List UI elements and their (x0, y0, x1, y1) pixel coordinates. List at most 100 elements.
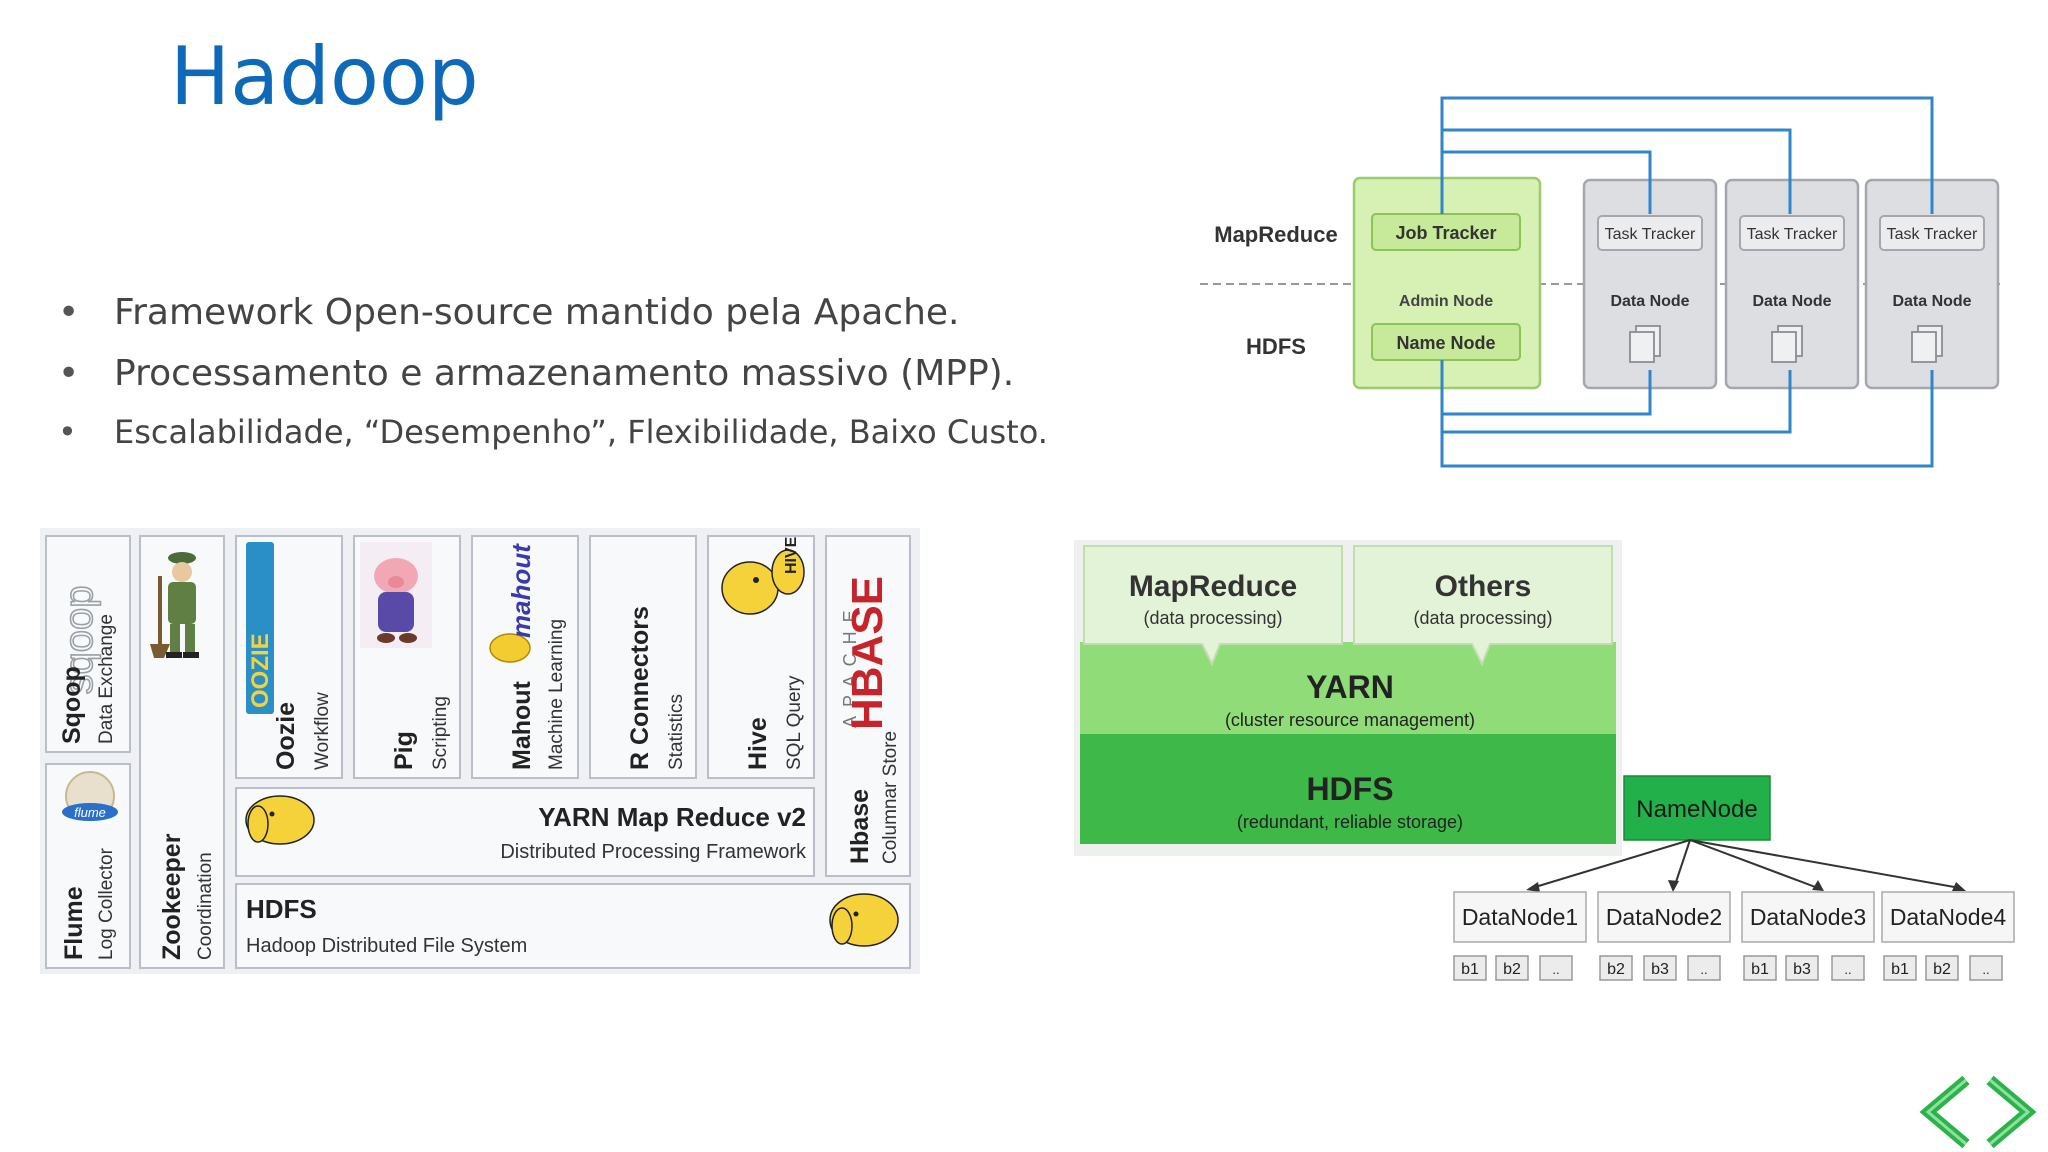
stack-yarn-name: YARN (1306, 669, 1394, 705)
sqoop-box: sqoop Sqoop Data Exchange (45, 535, 131, 753)
hive-box: HIVE Hive SQL Query (707, 535, 815, 779)
bullet-item: • Processamento e armazenamento massivo (… (50, 343, 1048, 404)
mahout-box: mahout Mahout Machine Learning (471, 535, 579, 779)
zookeeper-name: Zookeeper (158, 833, 186, 960)
mapreduce-hdfs-cluster-diagram: MapReduce HDFS Job Tracker Admin Node Na… (1200, 96, 2000, 468)
mahout-name: Mahout (508, 680, 536, 770)
admin-node-label: Admin Node (1399, 293, 1493, 310)
r-connectors-box: R Connectors Statistics (589, 535, 697, 779)
stack-mapreduce-name: MapReduce (1129, 570, 1297, 603)
data-node-label: Data Node (1892, 293, 1971, 310)
task-tracker-label: Task Tracker (1747, 226, 1838, 243)
flume-name: Flume (60, 886, 88, 960)
data-node-3: Task Tracker Data Node (1864, 178, 2000, 390)
mahout-logo: mahout (506, 543, 536, 638)
bullet-dot: • (58, 413, 77, 451)
mapreduce-row-label: MapReduce (1214, 222, 1337, 247)
oozie-logo: OOZIE (247, 633, 274, 708)
sqoop-sub: Data Exchange (96, 614, 117, 744)
chevron-right-icon[interactable] (1986, 1075, 2037, 1148)
block-label: b3 (1651, 961, 1669, 978)
hbase-sub: Columnar Store (880, 731, 901, 864)
hbase-box: APACHE HBASE Hbase Columnar Store (825, 535, 911, 877)
pig-box: Pig Scripting (353, 535, 461, 779)
hdfs-name: HDFS (246, 894, 317, 924)
hive-logo: HIVE (783, 536, 800, 574)
hbase-name: Hbase (846, 789, 874, 864)
mahout-sub: Machine Learning (546, 619, 567, 770)
chevron-left-icon[interactable] (1919, 1075, 1970, 1148)
sqoop-logo: sqoop (57, 586, 101, 695)
bullet-item: • Framework Open-source mantido pela Apac… (50, 282, 1048, 343)
flume-logo: flume (74, 805, 106, 820)
datanode-label: DataNode2 (1606, 904, 1722, 930)
block-label: b2 (1933, 961, 1951, 978)
data-node-label: Data Node (1610, 293, 1689, 310)
block-label: b1 (1751, 961, 1769, 978)
stack-mapreduce-sub: (data processing) (1143, 608, 1282, 628)
oozie-box: OOZIE Oozie Workflow (235, 535, 343, 779)
hdfs-row-label: HDFS (1246, 334, 1306, 359)
datanode-1: DataNode1 b1 b2 .. (1453, 891, 1587, 981)
oozie-sub: Workflow (312, 692, 333, 770)
yarn-mapreduce-name: YARN Map Reduce v2 (538, 802, 806, 832)
nav-chevrons (1919, 1075, 2037, 1148)
block-label: b1 (1461, 961, 1479, 978)
block-label: b2 (1503, 961, 1521, 978)
yarn-mapreduce-box: YARN Map Reduce v2 Distributed Processin… (235, 787, 815, 877)
flume-sub: Log Collector (96, 847, 117, 960)
stack-hdfs-name: HDFS (1306, 771, 1393, 807)
pig-name: Pig (390, 731, 418, 770)
bullet-dot: • (58, 292, 80, 333)
r-connectors-sub: Statistics (666, 694, 687, 770)
hdfs-box: HDFS Hadoop Distributed File System (235, 883, 911, 969)
task-tracker-label: Task Tracker (1605, 226, 1696, 243)
bullet-text: Escalabilidade, “Desempenho”, Flexibilid… (114, 413, 1048, 451)
data-node-label: Data Node (1752, 293, 1831, 310)
oozie-logo-icon (246, 542, 274, 714)
mapreduce-block: MapReduce (data processing) (1083, 545, 1343, 667)
bullet-item: • Escalabilidade, “Desempenho”, Flexibili… (50, 404, 1048, 460)
hadoop-elephant-icon (829, 893, 899, 947)
stack-yarn-sub: (cluster resource management) (1225, 710, 1475, 730)
bullet-dot: • (58, 353, 80, 394)
block-label: b3 (1793, 961, 1811, 978)
yarn-layer: YARN (cluster resource management) (1080, 642, 1616, 734)
hive-logo-icon (721, 549, 805, 615)
oozie-name: Oozie (272, 702, 300, 770)
name-node-label: Name Node (1396, 333, 1495, 353)
data-node-1: Task Tracker Data Node (1582, 178, 1718, 390)
hdfs-sub: Hadoop Distributed File System (246, 935, 527, 957)
zookeeper-figure-icon (150, 552, 199, 658)
admin-node: Job Tracker Admin Node Name Node (1352, 176, 1542, 390)
hive-name: Hive (744, 717, 772, 770)
pig-logo-icon (360, 542, 432, 648)
stack-others-sub: (data processing) (1413, 608, 1552, 628)
stack-others-name: Others (1435, 570, 1532, 603)
block-label: .. (1552, 962, 1559, 977)
bullet-text: Processamento e armazenamento massivo (M… (114, 353, 1015, 394)
slide-title: Hadoop (170, 30, 479, 123)
bullet-text: Framework Open-source mantido pela Apach… (114, 292, 960, 333)
hdfs-layer: HDFS (redundant, reliable storage) (1080, 734, 1616, 844)
hive-sub: SQL Query (784, 675, 805, 770)
block-label: .. (1982, 962, 1989, 977)
namenode-box: NameNode (1623, 775, 1771, 841)
datanode-label: DataNode4 (1890, 904, 2007, 930)
hbase-logo-top: APACHE (840, 601, 860, 728)
mahout-logo-icon (489, 633, 531, 663)
block-label: b2 (1607, 961, 1625, 978)
hbase-logo-main: HBASE (843, 576, 892, 730)
datanode-label: DataNode1 (1462, 904, 1578, 930)
r-connectors-name: R Connectors (626, 606, 654, 770)
yarn-mapreduce-sub: Distributed Processing Framework (500, 841, 807, 863)
bullet-list: • Framework Open-source mantido pela Apac… (50, 282, 1048, 460)
zookeeper-sub: Coordination (195, 852, 216, 960)
data-node-2: Task Tracker Data Node (1724, 178, 1860, 390)
pig-sub: Scripting (430, 696, 451, 770)
datanode-2: DataNode2 b2 b3 .. (1597, 891, 1731, 981)
flume-box: flume Flume Log Collector (45, 763, 131, 969)
sqoop-name: Sqoop (58, 666, 86, 744)
stack-hdfs-sub: (redundant, reliable storage) (1237, 812, 1463, 832)
task-tracker-label: Task Tracker (1887, 226, 1978, 243)
